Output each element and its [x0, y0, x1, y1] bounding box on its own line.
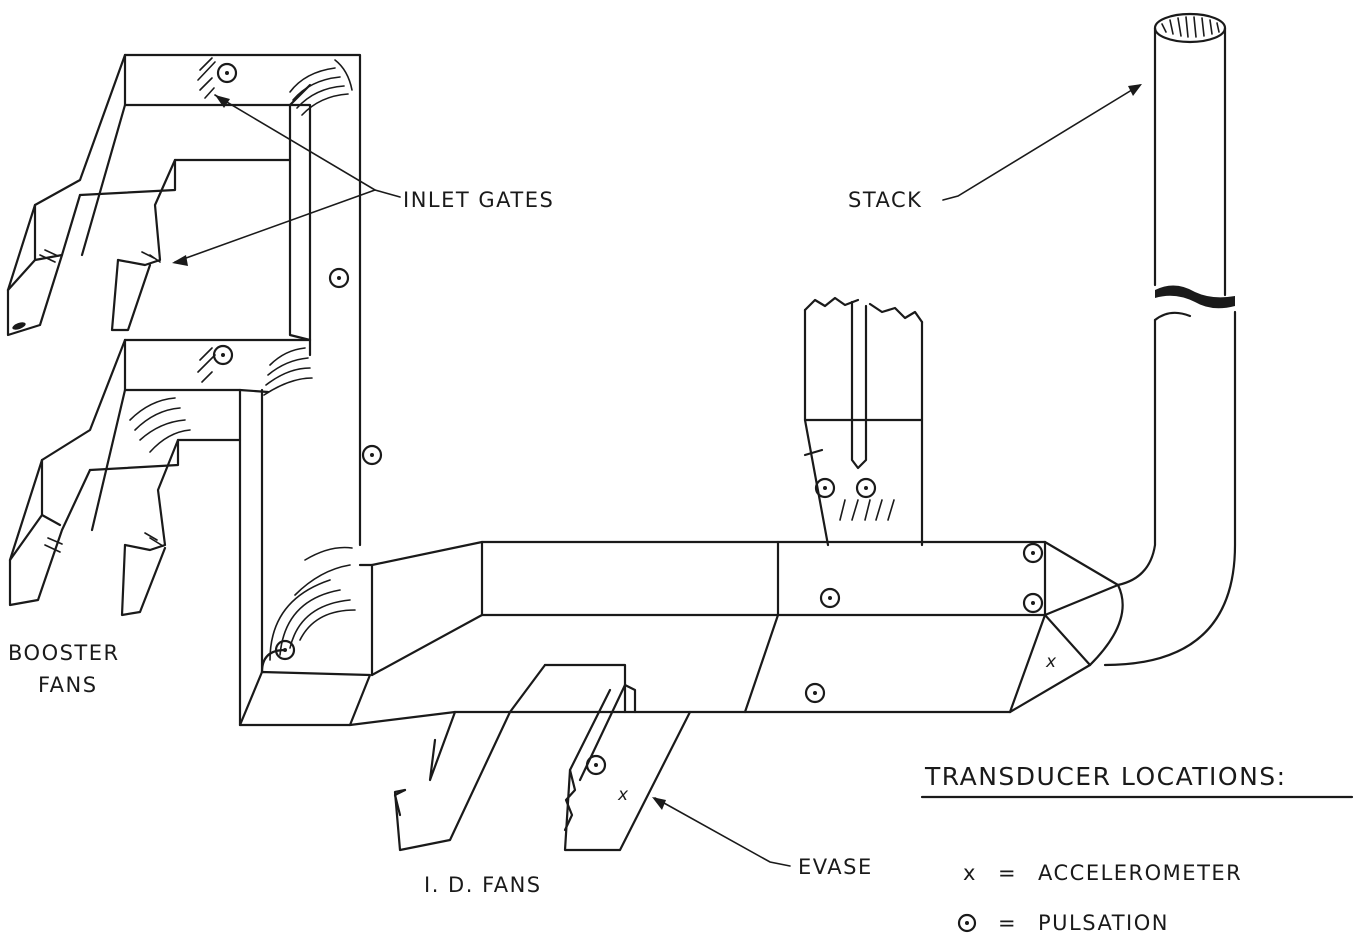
inlet-gates-label: INLET GATES — [403, 188, 554, 212]
circle-dot-icon — [814, 477, 836, 499]
x-mark-icon: x — [963, 861, 977, 885]
circle-dot-icon — [819, 587, 841, 609]
circle-dot-icon — [804, 682, 826, 704]
pulsation-markers — [212, 62, 1044, 776]
legend: TRANSDUCER LOCATIONS: x = ACCELEROMETER … — [920, 762, 1354, 934]
vertical-duct — [238, 388, 372, 727]
id-fans-label: I. D. FANS — [424, 873, 542, 897]
legend-title: TRANSDUCER LOCATIONS: — [924, 762, 1287, 791]
circle-dot-icon — [1022, 542, 1044, 564]
circle-dot-icon — [216, 62, 238, 84]
x-mark-icon: x — [1045, 652, 1057, 672]
booster-fans-label-line1: BOOSTER — [8, 641, 120, 665]
lower-booster-fan — [8, 338, 313, 727]
stack — [1103, 12, 1237, 667]
accelerometer-markers: x x — [617, 652, 1057, 805]
legend-pulsation-label: PULSATION — [1038, 911, 1169, 934]
circle-dot-icon — [957, 913, 977, 933]
upper-branch-duct — [803, 296, 924, 547]
stack-label: STACK — [848, 188, 922, 212]
circle-dot-icon — [1022, 592, 1044, 614]
main-duct — [348, 540, 1124, 727]
circle-dot-icon — [274, 639, 296, 661]
circle-dot-icon — [328, 267, 350, 289]
leader-lines — [172, 84, 1142, 867]
circle-dot-icon — [855, 477, 877, 499]
upper-booster-fan — [6, 53, 362, 547]
circle-dot-icon — [361, 444, 383, 466]
legend-accelerometer-label: ACCELEROMETER — [1038, 861, 1242, 885]
id-fans — [393, 663, 692, 852]
circle-dot-icon — [585, 754, 607, 776]
legend-equals: = — [998, 911, 1017, 934]
legend-equals: = — [998, 861, 1017, 885]
x-mark-icon: x — [617, 785, 629, 805]
evase-label: EVASE — [798, 855, 873, 879]
circle-dot-icon — [212, 344, 234, 366]
booster-fans-label-line2: FANS — [38, 673, 98, 697]
